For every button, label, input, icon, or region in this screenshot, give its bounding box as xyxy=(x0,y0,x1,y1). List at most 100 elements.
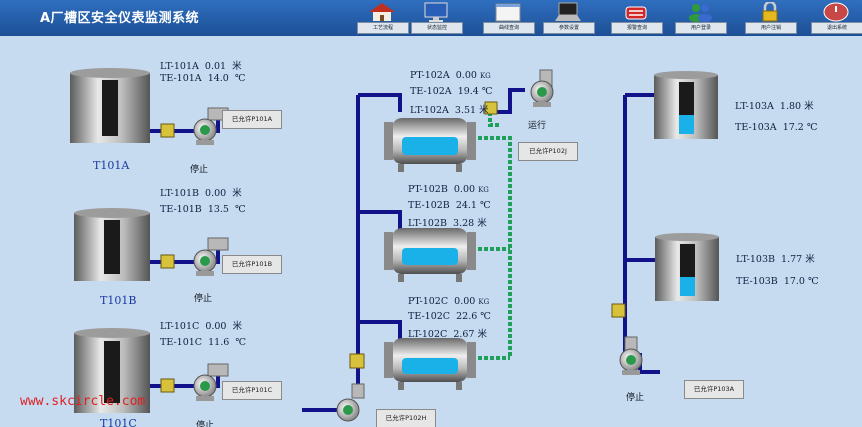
nav-label: 曲线查询 xyxy=(483,22,535,34)
nav-status-monitor[interactable]: 状态监控 xyxy=(410,0,463,36)
valve-101a[interactable] xyxy=(160,123,175,138)
te-103a-readout: TE-103A 17.2 ℃ xyxy=(735,122,818,133)
lt-101a-readout: LT-101A 0.01 米 xyxy=(160,58,242,72)
nav-user-logout[interactable]: 用户注销 xyxy=(744,0,797,36)
value: 1.80 xyxy=(779,101,802,112)
tag: LT-102B xyxy=(408,218,447,229)
tag: TE-101B xyxy=(160,204,202,215)
value: 19.4 xyxy=(457,86,479,97)
tag: LT-101C xyxy=(160,321,200,332)
tag: LT-101B xyxy=(160,188,199,199)
lt-101c-readout: LT-101C 0.00 米 xyxy=(160,318,242,332)
nav-label: 退出系统 xyxy=(811,22,862,34)
nav-label: 状态监控 xyxy=(411,22,463,34)
value: 0.01 xyxy=(204,61,227,72)
pump-status-p102j: 运行 xyxy=(528,121,547,131)
unit: ℃ xyxy=(808,276,819,287)
permit-button-p102j[interactable]: 已允许P102J xyxy=(518,142,578,161)
pt-102a-readout: PT-102A 0.00 KG xyxy=(410,70,491,81)
tag: TE-101C xyxy=(160,337,203,348)
unit: 米 xyxy=(805,254,815,265)
top-bar: A厂槽区安全仪表监测系统 工艺流程 状态监控 曲线查询 参数设置 xyxy=(0,0,862,36)
nav-label: 参数设置 xyxy=(543,22,595,34)
tag: TE-102C xyxy=(408,311,451,322)
valve-102[interactable] xyxy=(349,353,365,369)
nav-label: 报警查询 xyxy=(611,22,663,34)
te-102b-readout: TE-102B 24.1 ℃ xyxy=(408,200,491,211)
permit-button-p101b[interactable]: 已允许P101B xyxy=(222,255,282,274)
value: 0.00 xyxy=(453,184,476,195)
monitor-icon xyxy=(424,2,448,22)
tag: TE-102A xyxy=(410,86,452,97)
permit-button-p102h[interactable]: 已允许P102H xyxy=(376,409,436,427)
value: 13.5 xyxy=(207,204,229,215)
pipe-vessel-return xyxy=(478,112,512,360)
power-icon xyxy=(823,2,849,22)
nav-exit-system[interactable]: 退出系统 xyxy=(810,0,862,36)
unit: 米 xyxy=(232,188,242,199)
unit: ℃ xyxy=(234,73,246,84)
chart-window-icon xyxy=(495,3,521,22)
value: 17.2 xyxy=(782,122,804,133)
lt-103a-readout: LT-103A 1.80 米 xyxy=(735,98,814,112)
unit: ℃ xyxy=(235,337,246,348)
value: 3.28 xyxy=(453,218,475,229)
valve-102j[interactable] xyxy=(484,101,498,115)
tag: LT-103B xyxy=(736,254,775,265)
value: 14.0 xyxy=(207,73,229,84)
valve-101b[interactable] xyxy=(160,254,175,269)
pt-102c-readout: PT-102C 0.00 KG xyxy=(408,296,489,307)
tag: LT-102C xyxy=(408,329,448,340)
unit: 米 xyxy=(477,218,487,229)
nav-alarm-query[interactable]: 报警查询 xyxy=(610,0,663,36)
nav-label: 工艺流程 xyxy=(357,22,409,34)
watermark: www.skcircle.com xyxy=(20,394,146,409)
value: 11.6 xyxy=(208,337,230,348)
permit-button-p101c[interactable]: 已允许P101C xyxy=(222,381,282,400)
unit: ℃ xyxy=(480,311,491,322)
valve-101c[interactable] xyxy=(160,378,175,393)
value: 22.6 xyxy=(456,311,478,322)
nav-parameter-settings[interactable]: 参数设置 xyxy=(542,0,595,36)
tank-label-t101a: T101A xyxy=(93,159,130,172)
value: 0.00 xyxy=(205,188,227,199)
tag: PT-102A xyxy=(410,70,450,81)
app-title: A厂槽区安全仪表监测系统 xyxy=(40,11,200,26)
value: 3.51 xyxy=(454,105,477,116)
permit-button-p103a[interactable]: 已允许P103A xyxy=(684,380,744,399)
value: 24.1 xyxy=(455,200,477,211)
permit-button-p101a[interactable]: 已允许P101A xyxy=(222,110,282,129)
alarm-icon xyxy=(625,6,647,20)
tag: LT-101A xyxy=(160,61,199,72)
unit: KG xyxy=(479,72,491,80)
valve-103[interactable] xyxy=(611,303,626,318)
pump-status-p101a: 停止 xyxy=(190,165,209,175)
tag: LT-102A xyxy=(410,105,449,116)
te-103b-readout: TE-103B 17.0 ℃ xyxy=(736,276,819,287)
tag: LT-103A xyxy=(735,101,774,112)
tag: TE-103B xyxy=(736,276,778,287)
te-101c-readout: TE-101C 11.6 ℃ xyxy=(160,337,246,348)
nav-user-login[interactable]: 用户登录 xyxy=(674,0,727,36)
unit: ℃ xyxy=(235,204,246,215)
nav-process-flow[interactable]: 工艺流程 xyxy=(356,0,409,36)
unit: 米 xyxy=(232,321,243,332)
lt-101b-readout: LT-101B 0.00 米 xyxy=(160,185,242,199)
nav-label: 用户注销 xyxy=(745,22,797,34)
value: 0.00 xyxy=(205,321,227,332)
value: 0.00 xyxy=(454,296,476,307)
te-102c-readout: TE-102C 22.6 ℃ xyxy=(408,311,491,322)
tank-label-t101c: T101C xyxy=(100,417,137,427)
pump-status-p101b: 停止 xyxy=(194,294,213,304)
unit: ℃ xyxy=(806,122,818,133)
pipe-middle-header xyxy=(302,93,402,412)
te-101a-readout: TE-101A 14.0 ℃ xyxy=(160,73,246,84)
value: 2.67 xyxy=(453,329,475,340)
nav-curve-query[interactable]: 曲线查询 xyxy=(482,0,535,36)
unit: 米 xyxy=(477,329,488,340)
pipe-t101b xyxy=(150,250,220,264)
lt-102c-readout: LT-102C 2.67 米 xyxy=(408,326,487,340)
value: 0.00 xyxy=(455,70,477,81)
pipe-t101c xyxy=(150,376,220,388)
